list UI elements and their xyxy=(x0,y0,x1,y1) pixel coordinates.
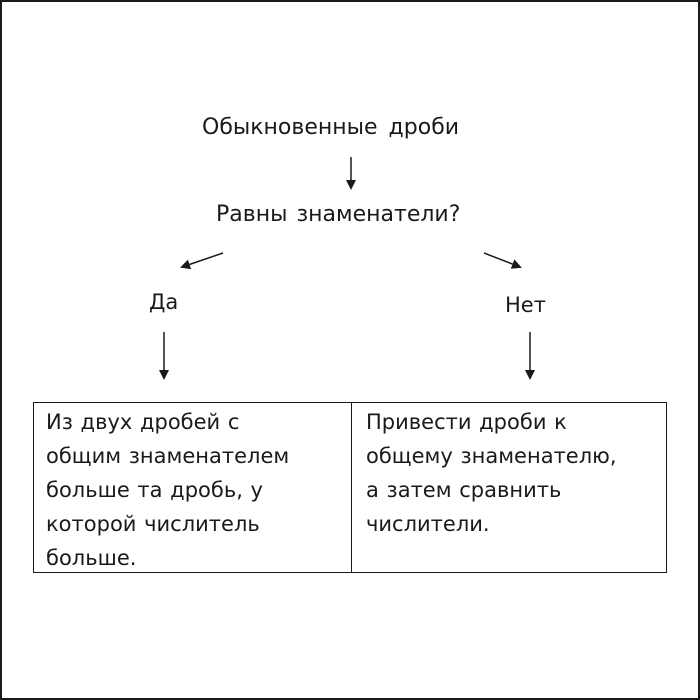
result-yes-line: больше та дробь, у xyxy=(46,478,263,502)
branch-yes-label: Да xyxy=(149,290,179,314)
result-yes-line: которой числитель xyxy=(46,512,260,536)
result-no-line: Привести дроби к xyxy=(366,410,567,434)
result-yes-cell: Из двух дробей с общим знаменателем боль… xyxy=(34,403,352,572)
result-no-line: общему знаменателю, xyxy=(366,444,617,468)
diagram-title: Обыкновенные дроби xyxy=(202,115,460,140)
branch-no-label: Нет xyxy=(505,293,546,317)
result-no-cell: Привести дроби к общему знаменателю, а з… xyxy=(352,403,666,572)
arrow-question-to-yes xyxy=(180,252,224,270)
result-no-line: числители. xyxy=(366,512,490,536)
arrow-question-to-no xyxy=(483,252,522,269)
result-yes-line: общим знаменателем xyxy=(46,444,290,468)
result-no-line: а затем сравнить xyxy=(366,478,562,502)
decision-question: Равны знаменатели? xyxy=(216,202,461,227)
result-yes-line: больше. xyxy=(46,546,137,570)
results-table: Из двух дробей с общим знаменателем боль… xyxy=(33,402,667,573)
result-yes-line: Из двух дробей с xyxy=(46,410,240,434)
